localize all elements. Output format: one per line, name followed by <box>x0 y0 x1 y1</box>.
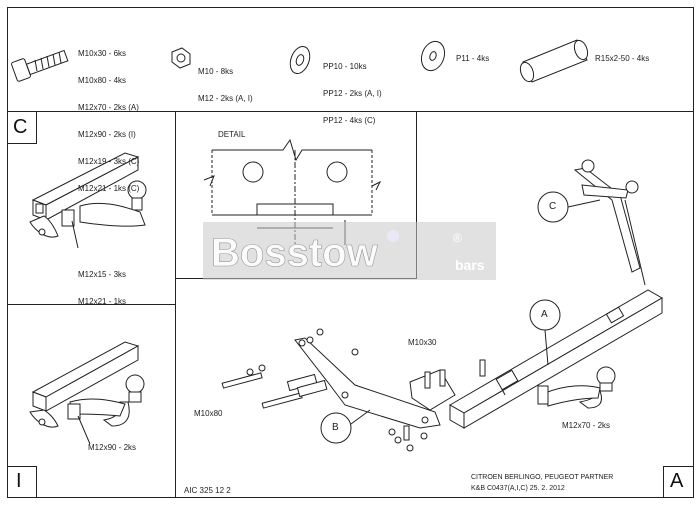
callout-a: A <box>541 309 548 320</box>
watermark-dot <box>387 230 399 242</box>
tube-icon <box>519 39 589 83</box>
bolt-icon <box>11 49 69 82</box>
bosstow-watermark: Bosstow ® bars <box>203 222 496 280</box>
bolt-item: M12x19 - 3ks (C) <box>78 157 140 166</box>
nut-icon <box>171 47 191 69</box>
bolt-item: M10x30 - 6ks <box>78 49 127 58</box>
detail-drawing <box>203 138 382 245</box>
tube-label: R15x2-50 - 4ks <box>595 54 650 63</box>
large-washer-icon <box>420 40 446 72</box>
bolt-item: M12x21 - 1ks (C) <box>78 184 140 193</box>
callout-b: B <box>332 422 339 433</box>
callout-circles <box>320 191 601 444</box>
washer-item: PP12 - 2ks (A, I) <box>323 89 382 98</box>
vehicle-name: CITROEN BERLINGO, PEUGEOT PARTNER <box>471 474 614 481</box>
detail-label: DETAIL <box>218 130 246 139</box>
panel-c-bolts: M12x15 - 3ks M12x21 - 1ks <box>78 252 126 315</box>
nut-item: M12 - 2ks (A, I) <box>198 94 253 103</box>
panel-a-letter: A <box>670 470 684 492</box>
bracket-c <box>573 159 646 286</box>
outer-frame <box>7 7 694 498</box>
washer-p11-label: P11 - 4ks <box>456 54 490 63</box>
watermark-brand: Bosstow <box>211 231 379 275</box>
nut-item: M10 - 8ks <box>198 67 234 76</box>
panel-c-bolt: M12x21 - 1ks <box>78 297 127 306</box>
panel-c-letter: C <box>13 116 28 138</box>
callout-c: C <box>549 201 557 212</box>
loose-bolts <box>221 328 486 452</box>
nut-list: M10 - 8ks M12 - 2ks (A, I) <box>198 49 253 112</box>
drawing-code: AIC 325 12 2 <box>184 486 231 495</box>
m12x70-label: M12x70 - 2ks <box>562 421 611 430</box>
panel-i-letter: I <box>16 470 22 492</box>
m10x30-label: M10x30 <box>408 338 437 347</box>
watermark-sub: bars <box>455 257 485 273</box>
panel-i-drawing <box>29 341 145 445</box>
crossbar-a <box>448 289 664 429</box>
washer-list: PP10 - 10ks PP12 - 2ks (A, I) PP12 - 4ks… <box>323 44 382 134</box>
bolt-item: M12x90 - 2ks (I) <box>78 130 136 139</box>
watermark-reg: ® <box>453 231 462 245</box>
washer-item: PP12 - 4ks (C) <box>323 116 376 125</box>
tow-ball <box>537 366 616 409</box>
panel-i-bolt: M12x90 - 2ks <box>88 443 137 452</box>
bolt-item: M10x80 - 4ks <box>78 76 127 85</box>
m10x80-label: M10x80 <box>194 409 223 418</box>
i-letter-box <box>7 466 37 498</box>
panel-c-drawing <box>29 152 147 249</box>
bolt-item: M12x70 - 2ks (A) <box>78 103 139 112</box>
washer-icon <box>289 45 311 75</box>
bolt-list: M10x30 - 6ks M10x80 - 4ks M12x70 - 2ks (… <box>78 31 139 202</box>
a-letter-box <box>663 466 694 498</box>
panel-c-bolt: M12x15 - 3ks <box>78 270 127 279</box>
c-letter-box <box>7 111 37 144</box>
drawing-ref: K&B C0437(A,I,C) 25. 2. 2012 <box>471 485 565 492</box>
washer-item: PP10 - 10ks <box>323 62 367 71</box>
